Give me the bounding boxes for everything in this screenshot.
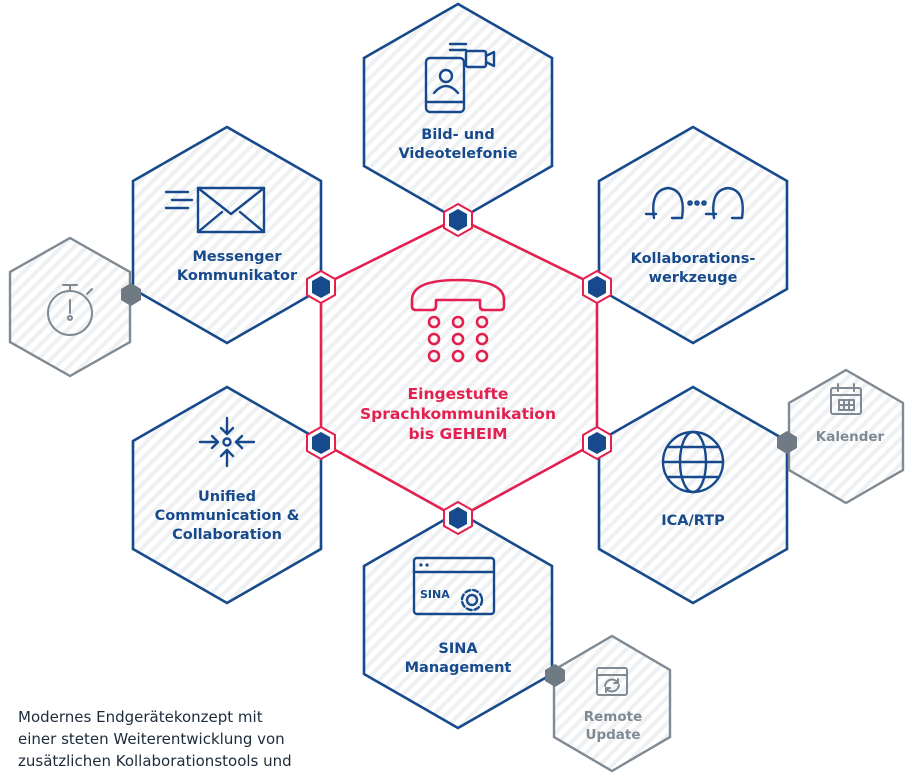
node-label-unified: Unified Communication & Collaboration (154, 489, 300, 543)
hex-kalender (787, 368, 905, 505)
connector-remote (545, 664, 565, 687)
hex-messenger (131, 125, 323, 345)
connector-upper-right (582, 269, 612, 305)
converge-arrows-icon (198, 416, 256, 468)
node-label-messenger: Messenger Kommunikator (176, 249, 298, 284)
people-connect-icon (644, 186, 744, 220)
node-label-kollab: Kollaborations- werkzeuge (630, 251, 756, 286)
envelope-icon (164, 186, 266, 234)
hex-sina (362, 510, 554, 730)
refresh-window-icon (596, 667, 628, 696)
footer-text: Modernes Endgerätekonzept mit einer stet… (18, 708, 292, 770)
connector-top (443, 202, 473, 238)
center-label: Eingestufte Sprachkommunikation bis GEHE… (360, 385, 556, 443)
node-label-bild: Bild- und Videotelefonie (398, 127, 518, 162)
globe-icon (661, 430, 725, 494)
calendar-icon (830, 383, 862, 415)
video-phone-icon (424, 42, 496, 114)
stopwatch-icon (47, 284, 93, 336)
satellite-label-remote: Remote Update (583, 709, 643, 743)
hex-kollab (597, 125, 789, 345)
node-label-ica: ICA/RTP (661, 513, 725, 529)
hex-center (319, 216, 599, 520)
hex-remote (552, 634, 672, 773)
node-label-sina: SINA Management (404, 641, 512, 676)
connector-upper-left (306, 269, 336, 305)
connector-bottom (443, 500, 473, 536)
sina-icon-text: SINA (420, 588, 450, 601)
phone-keypad-icon (410, 278, 506, 363)
hex-ica (597, 385, 789, 605)
connector-lower-left (306, 425, 336, 461)
connector-lower-right (582, 425, 612, 461)
connector-kalender (777, 431, 797, 454)
sina-settings-window-icon: SINA (412, 556, 496, 616)
satellite-label-kalender: Kalender (815, 429, 885, 445)
connector-stopwatch (121, 283, 141, 306)
